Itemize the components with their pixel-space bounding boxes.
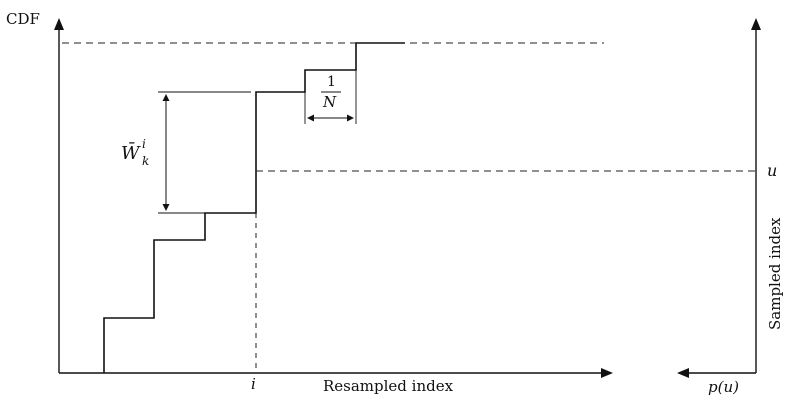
fraction-numerator: 1 bbox=[327, 74, 336, 90]
x-axis-label: Resampled index bbox=[323, 377, 454, 395]
right-axis-label: Sampled index bbox=[766, 217, 784, 330]
i-label: i bbox=[251, 375, 256, 393]
weight-label-base: W̄ bbox=[121, 141, 141, 164]
pu-label: p(u) bbox=[708, 378, 739, 396]
weight-label-subscript: k bbox=[142, 154, 149, 168]
cdf-step-curve bbox=[103, 42, 405, 373]
y-axis-label: CDF bbox=[6, 10, 40, 28]
weight-label-superscript: i bbox=[142, 137, 146, 151]
fraction-denominator: N bbox=[322, 93, 337, 111]
u-label: u bbox=[767, 161, 777, 180]
